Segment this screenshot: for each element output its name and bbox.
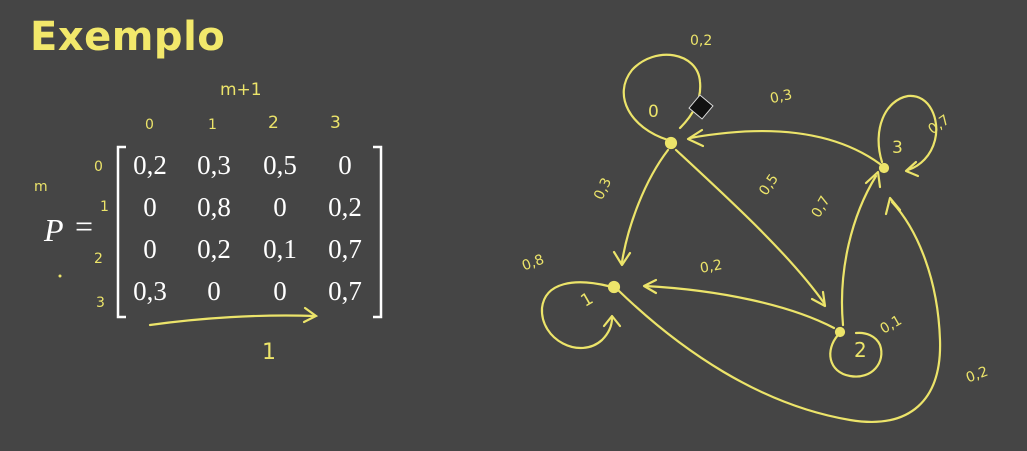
page-title: Exemplo	[30, 14, 226, 60]
cell-3-2: 0	[273, 276, 287, 306]
cell-2-2: 0,1	[263, 234, 297, 264]
row-header-0: 0	[94, 159, 103, 175]
cell-1-2: 0	[273, 192, 287, 222]
edge-3-to-0	[688, 130, 882, 166]
edge-0-to-2	[674, 148, 826, 305]
cell-2-0: 0	[143, 234, 157, 264]
row-header-2: 2	[94, 251, 103, 267]
cell-3-1: 0	[207, 276, 221, 306]
cell-1-0: 0	[143, 192, 157, 222]
cell-3-0: 0,3	[133, 276, 167, 306]
edge-loop-1	[540, 281, 614, 350]
cell-0-0: 0,2	[133, 150, 167, 180]
edge-loop-0	[622, 53, 702, 142]
equals-sign: =	[75, 208, 94, 244]
cell-0-2: 0,5	[263, 150, 297, 180]
col-header-1: 1	[208, 117, 217, 133]
col-header-3: 3	[330, 113, 341, 133]
state-label-0: 0	[648, 102, 659, 122]
cell-2-3: 0,7	[328, 234, 362, 264]
label-edge-2-1: 0,2	[698, 257, 724, 277]
row-superscript: m	[34, 179, 48, 195]
label-loop-0: 0,2	[690, 33, 713, 49]
cell-3-3: 0,7	[328, 276, 362, 306]
cell-2-1: 0,2	[197, 234, 231, 264]
cell-0-1: 0,3	[197, 150, 231, 180]
edge-0-to-1	[620, 148, 670, 264]
col-superscript: m+1	[220, 80, 262, 100]
state-node-1	[607, 280, 621, 294]
cell-1-3: 0,2	[328, 192, 362, 222]
row-sum-label: 1	[262, 340, 276, 365]
edge-2-to-3	[840, 174, 878, 327]
edge-loop-3	[877, 94, 938, 172]
matrix-symbol: P	[44, 212, 64, 248]
state-node-3	[878, 162, 890, 174]
edge-1-to-3	[616, 200, 942, 423]
edge-2-to-1	[643, 284, 836, 330]
col-header-0: 0	[145, 117, 154, 133]
cell-1-1: 0,8	[197, 192, 231, 222]
state-label-3: 3	[892, 138, 903, 158]
edge-loop-2	[829, 331, 883, 378]
cell-0-3: 0	[338, 150, 352, 180]
row-header-1: 1	[100, 199, 109, 215]
col-header-2: 2	[268, 113, 279, 133]
state-label-2: 2	[854, 338, 867, 362]
row-header-3: 3	[96, 295, 105, 311]
